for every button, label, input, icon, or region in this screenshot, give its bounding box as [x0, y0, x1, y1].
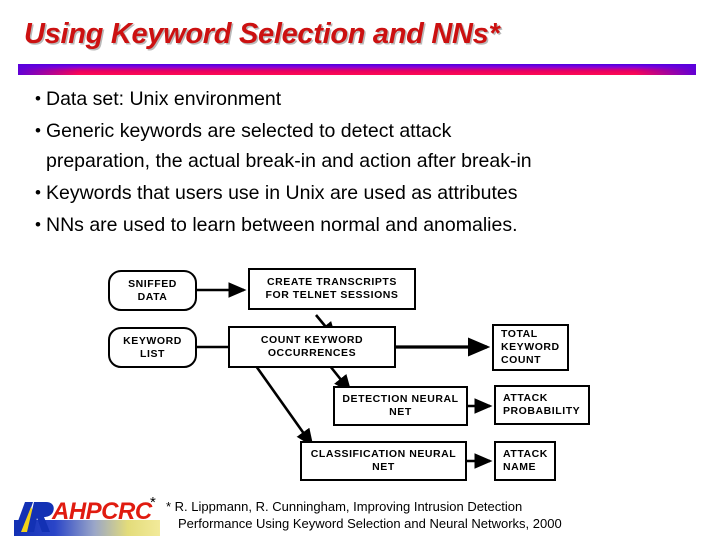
edge-count-to-classification — [254, 365, 314, 448]
node-total-keyword-count[interactable]: TOTAL KEYWORD COUNT — [492, 324, 569, 371]
flow-diagram-connectors — [197, 282, 493, 469]
bullet-text: Data set: Unix environment — [46, 84, 281, 114]
bullet-text: Generic keywords are selected to detect … — [46, 116, 532, 176]
bullet-dot-icon: • — [35, 89, 41, 108]
bullet-line-continuation: preparation, the actual break-in and act… — [46, 150, 532, 172]
bullet-line-main: Generic keywords are selected to detect … — [46, 120, 452, 142]
bullet-line-main: NNs are used to learn between normal and… — [46, 214, 518, 236]
page-title: Using Keyword Selection and NNs* — [24, 18, 500, 50]
bullet-text: NNs are used to learn between normal and… — [46, 210, 518, 240]
logo-gradient-bar — [14, 520, 160, 536]
bullet-list: • Data set: Unix environment • Generic k… — [30, 84, 702, 242]
node-total-keyword-count-label: TOTAL KEYWORD COUNT — [501, 328, 560, 366]
footnote-line-1: * R. Lippmann, R. Cunningham, Improving … — [166, 499, 523, 514]
node-detection-neural-net-label: DETECTION NEURAL NET — [342, 393, 459, 418]
node-count-keyword-occurrences[interactable]: COUNT KEYWORD OCCURRENCES — [228, 326, 396, 368]
ahpcrc-mark-icon — [14, 502, 54, 532]
node-attack-probability[interactable]: ATTACK PROBABILITY — [494, 385, 590, 425]
node-attack-name-label: ATTACK NAME — [503, 448, 548, 473]
node-keyword-list[interactable]: KEYWORD LIST — [108, 327, 197, 368]
list-item: • Data set: Unix environment — [30, 84, 702, 114]
list-item: • Keywords that users use in Unix are us… — [30, 178, 702, 208]
node-keyword-list-label: KEYWORD LIST — [123, 334, 182, 360]
node-sniffed-data-label: SNIFFED DATA — [128, 277, 177, 303]
bullet-dot-icon: • — [35, 121, 41, 140]
bullet-line-main: Keywords that users use in Unix are used… — [46, 182, 518, 204]
node-sniffed-data[interactable]: SNIFFED DATA — [108, 270, 197, 311]
title-divider-rule — [18, 64, 696, 75]
node-count-keyword-occurrences-label: COUNT KEYWORD OCCURRENCES — [260, 334, 364, 359]
bullet-line-main: Data set: Unix environment — [46, 88, 282, 110]
node-attack-probability-label: ATTACK PROBABILITY — [503, 392, 581, 417]
flow-diagram: SNIFFED DATA CREATE TRANSCRIPTS FOR TELN… — [0, 258, 720, 494]
node-classification-neural-net[interactable]: CLASSIFICATION NEURAL NET — [300, 441, 467, 481]
node-create-transcripts[interactable]: CREATE TRANSCRIPTS FOR TELNET SESSIONS — [248, 268, 416, 310]
bullet-dot-icon: • — [35, 215, 41, 234]
node-detection-neural-net[interactable]: DETECTION NEURAL NET — [333, 386, 468, 426]
footnote-asterisk-marker: * — [150, 494, 156, 511]
list-item: • Generic keywords are selected to detec… — [30, 116, 702, 176]
ahpcrc-wordmark: AHPCRC — [52, 498, 152, 525]
node-create-transcripts-label: CREATE TRANSCRIPTS FOR TELNET SESSIONS — [265, 276, 399, 301]
footnote-line-2: Performance Using Keyword Selection and … — [178, 516, 562, 531]
list-item: • NNs are used to learn between normal a… — [30, 210, 702, 240]
bullet-dot-icon: • — [35, 183, 41, 202]
footnote-citation: * R. Lippmann, R. Cunningham, Improving … — [166, 498, 712, 532]
node-attack-name[interactable]: ATTACK NAME — [494, 441, 556, 481]
node-classification-neural-net-label: CLASSIFICATION NEURAL NET — [310, 448, 457, 473]
ahpcrc-logo: AHPCRC — [4, 496, 164, 538]
bullet-text: Keywords that users use in Unix are used… — [46, 178, 518, 208]
